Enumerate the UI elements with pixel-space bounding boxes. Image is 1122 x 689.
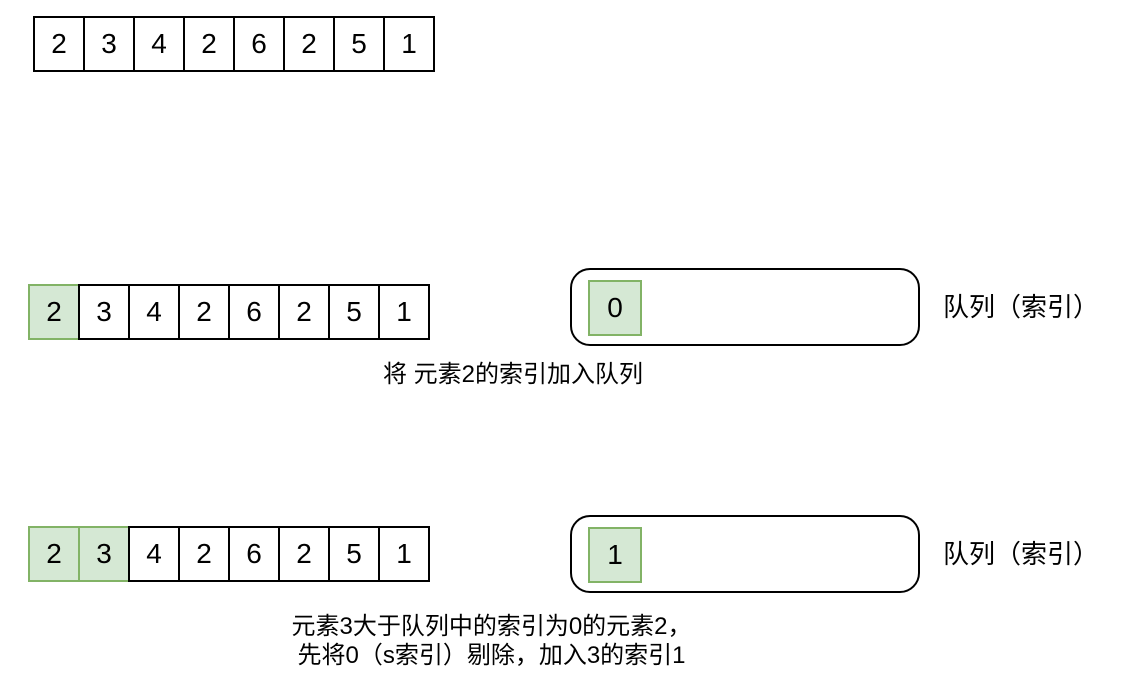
array-cell: 4 bbox=[133, 16, 185, 72]
array-cell: 2 bbox=[178, 526, 230, 582]
caption-line: 元素3大于队列中的索引为0的元素2， bbox=[291, 613, 692, 640]
array-cell: 4 bbox=[128, 526, 180, 582]
array-cell-highlighted: 3 bbox=[78, 526, 130, 582]
caption-line: 先将0（s索引）剔除，加入3的索引1 bbox=[297, 642, 686, 669]
array-cell: 2 bbox=[278, 284, 330, 340]
array-row-step1: 2 3 4 2 6 2 5 1 bbox=[28, 284, 430, 340]
array-cell: 3 bbox=[78, 284, 130, 340]
queue-box-step2: 1 bbox=[570, 515, 920, 593]
array-cell: 6 bbox=[233, 16, 285, 72]
array-cell: 2 bbox=[33, 16, 85, 72]
array-cell: 2 bbox=[178, 284, 230, 340]
queue-item: 0 bbox=[588, 280, 642, 336]
array-row-initial: 2 3 4 2 6 2 5 1 bbox=[33, 16, 435, 72]
array-cell: 5 bbox=[328, 526, 380, 582]
queue-label-step2: 队列（索引） bbox=[943, 539, 1100, 569]
queue-item: 1 bbox=[588, 527, 642, 583]
queue-label-step1: 队列（索引） bbox=[943, 292, 1100, 322]
array-cell: 2 bbox=[183, 16, 235, 72]
array-cell: 5 bbox=[328, 284, 380, 340]
array-cell: 5 bbox=[333, 16, 385, 72]
array-cell: 3 bbox=[83, 16, 135, 72]
caption-step2: 元素3大于队列中的索引为0的元素2， 先将0（s索引）剔除，加入3的索引1 bbox=[260, 612, 723, 670]
array-cell: 1 bbox=[383, 16, 435, 72]
array-cell: 6 bbox=[228, 284, 280, 340]
array-cell-highlighted: 2 bbox=[28, 284, 80, 340]
queue-box-step1: 0 bbox=[570, 268, 920, 346]
array-cell-highlighted: 2 bbox=[28, 526, 80, 582]
array-cell: 2 bbox=[283, 16, 335, 72]
array-cell: 2 bbox=[278, 526, 330, 582]
array-cell: 6 bbox=[228, 526, 280, 582]
array-cell: 4 bbox=[128, 284, 180, 340]
array-row-step2: 2 3 4 2 6 2 5 1 bbox=[28, 526, 430, 582]
array-cell: 1 bbox=[378, 284, 430, 340]
array-cell: 1 bbox=[378, 526, 430, 582]
caption-step1: 将 元素2的索引加入队列 bbox=[382, 361, 643, 388]
